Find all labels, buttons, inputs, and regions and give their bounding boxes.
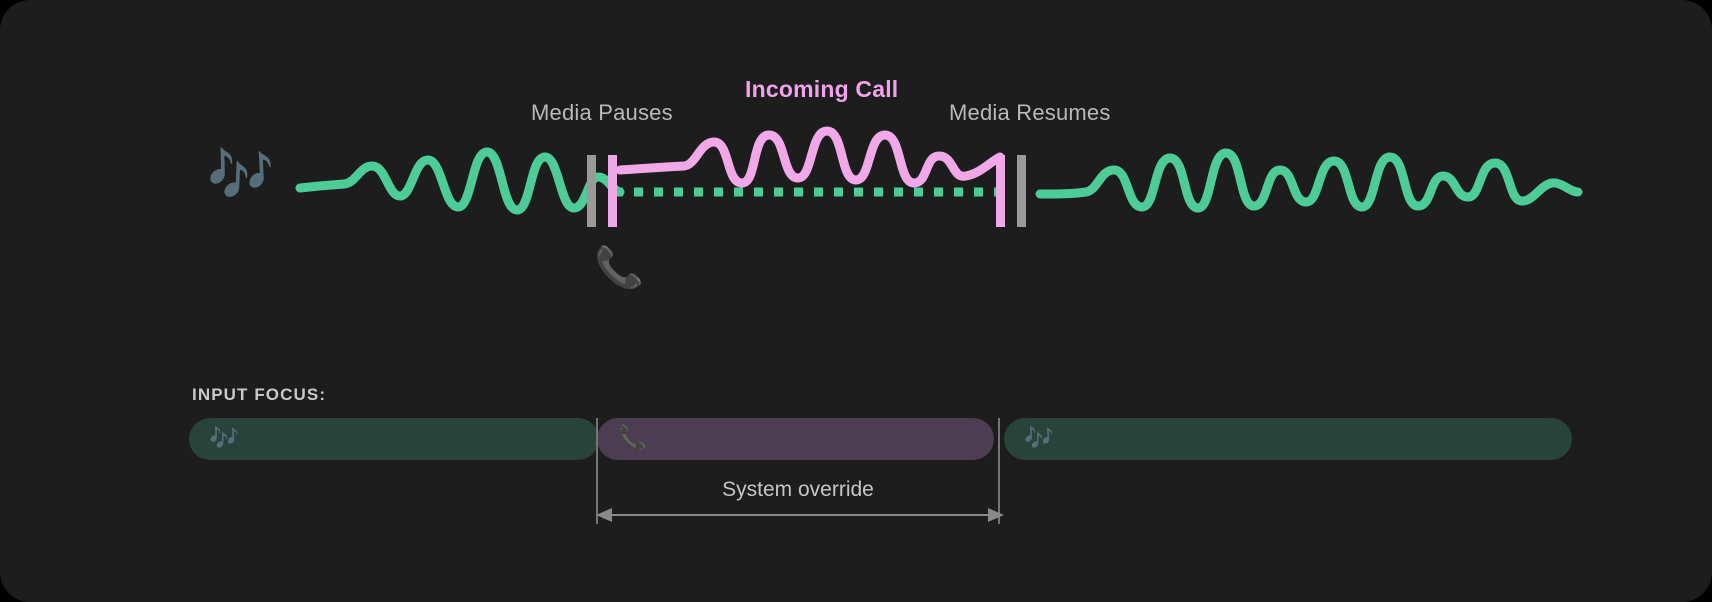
- phone-icon: 📞: [617, 425, 647, 452]
- media-wave-after: [1035, 148, 1583, 213]
- music-notes-icon: 🎶: [209, 425, 239, 452]
- music-notes-icon: 🎶: [207, 145, 275, 205]
- media-wave-before: [295, 147, 625, 215]
- resume-marker-grey-bar: [1017, 155, 1026, 227]
- input-focus-title: INPUT FOCUS:: [192, 385, 327, 404]
- focus-bar-call[interactable]: 📞: [597, 418, 994, 460]
- focus-bar-media-before[interactable]: 🎶: [189, 418, 599, 460]
- pause-marker-pink-bar: [608, 155, 617, 227]
- focus-bar-media-after[interactable]: 🎶: [1004, 418, 1572, 460]
- override-rule-right: [998, 418, 1000, 524]
- media-resumes-label: Media Resumes: [949, 100, 1111, 125]
- double-headed-arrow-icon: [596, 508, 1004, 522]
- override-rule-left: [596, 418, 598, 524]
- system-override-label: System override: [722, 478, 874, 501]
- resume-marker-pink-bar: [996, 155, 1005, 227]
- call-wave: [615, 126, 1005, 188]
- incoming-call-label: Incoming Call: [745, 76, 899, 102]
- music-notes-icon: 🎶: [1024, 425, 1054, 452]
- phone-icon: 📞: [594, 246, 644, 290]
- media-pauses-label: Media Pauses: [531, 100, 673, 125]
- pause-marker-grey-bar: [587, 155, 596, 227]
